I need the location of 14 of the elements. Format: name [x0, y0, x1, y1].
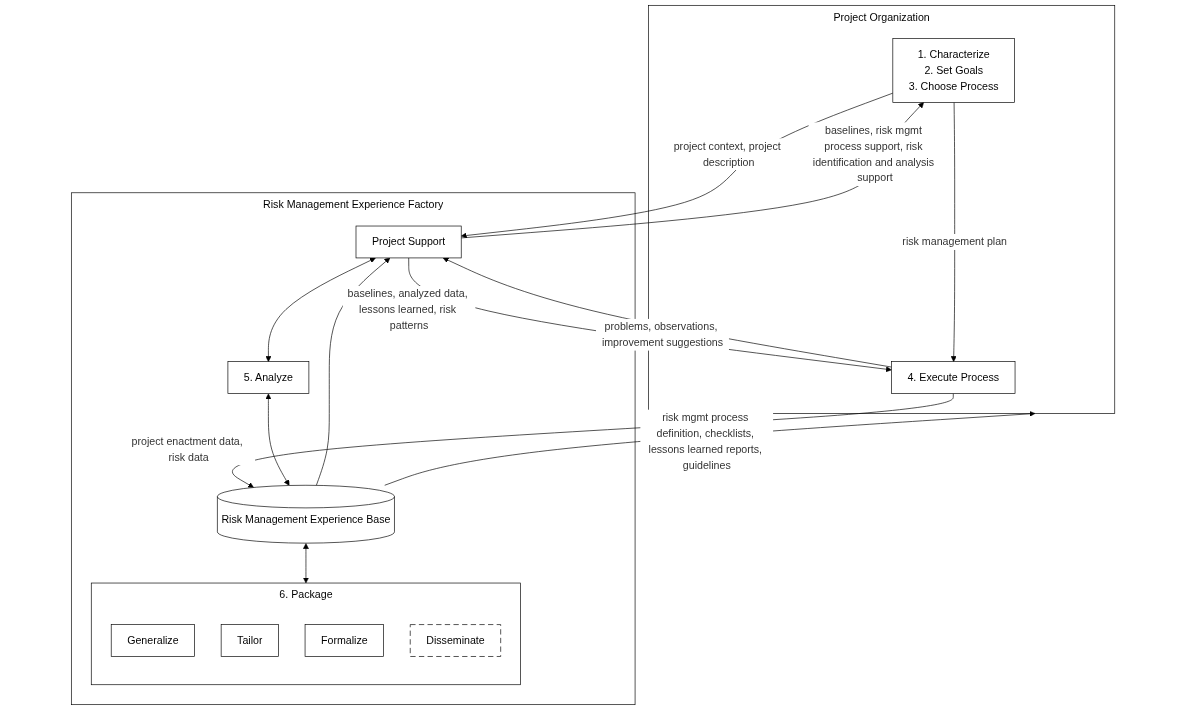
edge-label: risk mgmt process definition, checklists, lessons learned reports, guidelines [648, 411, 763, 471]
node-box: Tailor [221, 624, 280, 657]
node-box: Project Support [356, 225, 462, 259]
node-box: Generalize [111, 624, 196, 657]
edge-label: baselines, analyzed data, lessons learned, risk patterns [348, 287, 469, 332]
edge-label: baselines, risk mgmt process support, risk identification and analysis support [813, 124, 935, 184]
edge-label: project enactment data, risk data [132, 435, 244, 463]
node-box: 1. Characterize 2. Set Goals 3. Choose Process [892, 38, 1016, 103]
node-box: 4. Execute Process [891, 361, 1016, 394]
edge-label: risk management plan [902, 235, 1008, 248]
node-box: 5. Analyze [228, 361, 310, 394]
node-box: Formalize [305, 624, 385, 657]
edge-label: project context, project description [674, 140, 782, 168]
node-box: Disseminate [410, 624, 502, 657]
